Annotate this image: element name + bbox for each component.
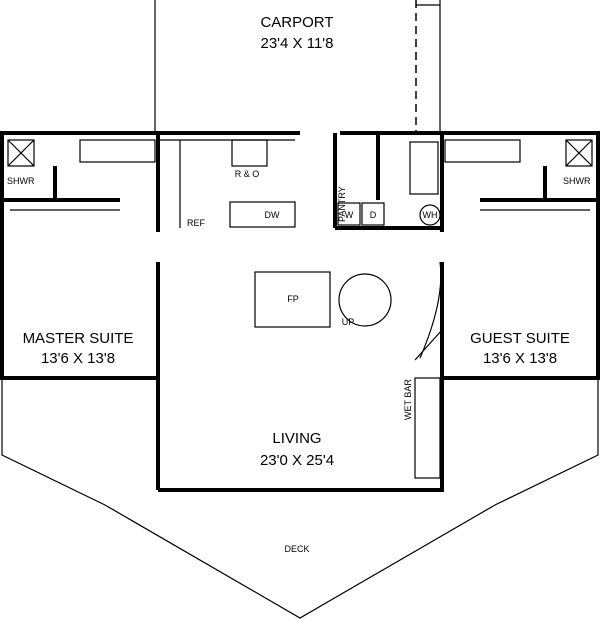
- ref-label: REF: [187, 218, 206, 228]
- wet-bar-label: WET BAR: [403, 379, 413, 420]
- carport-size: 23'4 X 11'8: [260, 35, 333, 52]
- carport-name: CARPORT: [260, 14, 333, 31]
- wh-label: WH: [423, 210, 438, 220]
- master-name: MASTER SUITE: [23, 330, 134, 347]
- kitchen-island: [229, 201, 296, 228]
- fireplace: [254, 271, 331, 328]
- dryer-label: D: [370, 210, 377, 220]
- pantry-label: PANTRY: [337, 186, 347, 222]
- water-heater: [419, 204, 441, 226]
- exterior-walls: [0, 131, 600, 492]
- deck: [1, 378, 599, 619]
- shwr-left-label: SHWR: [7, 176, 35, 186]
- stair-up-label: UP: [342, 317, 355, 327]
- master-size: 13'6 X 13'8: [41, 350, 115, 367]
- fixtures: [7, 139, 593, 328]
- guest-size: 13'6 X 13'8: [483, 350, 557, 367]
- washer: [337, 202, 361, 226]
- shower-left: [7, 139, 35, 167]
- fp-label: FP: [287, 294, 299, 304]
- living-name: LIVING: [272, 430, 321, 447]
- range-oven-label: R & O: [235, 169, 260, 179]
- washer-label: W: [345, 210, 354, 220]
- bathtub: [409, 141, 439, 195]
- deck-label: DECK: [284, 544, 309, 554]
- carport: [154, 0, 441, 133]
- dryer: [361, 202, 385, 226]
- guest-name: GUEST SUITE: [470, 330, 570, 347]
- shower-right: [565, 139, 593, 167]
- shwr-right-label: SHWR: [563, 176, 591, 186]
- dw-label: DW: [265, 210, 280, 220]
- spiral-stair: [338, 273, 392, 327]
- range-oven: [231, 139, 268, 167]
- living-size: 23'0 X 25'4: [260, 452, 334, 469]
